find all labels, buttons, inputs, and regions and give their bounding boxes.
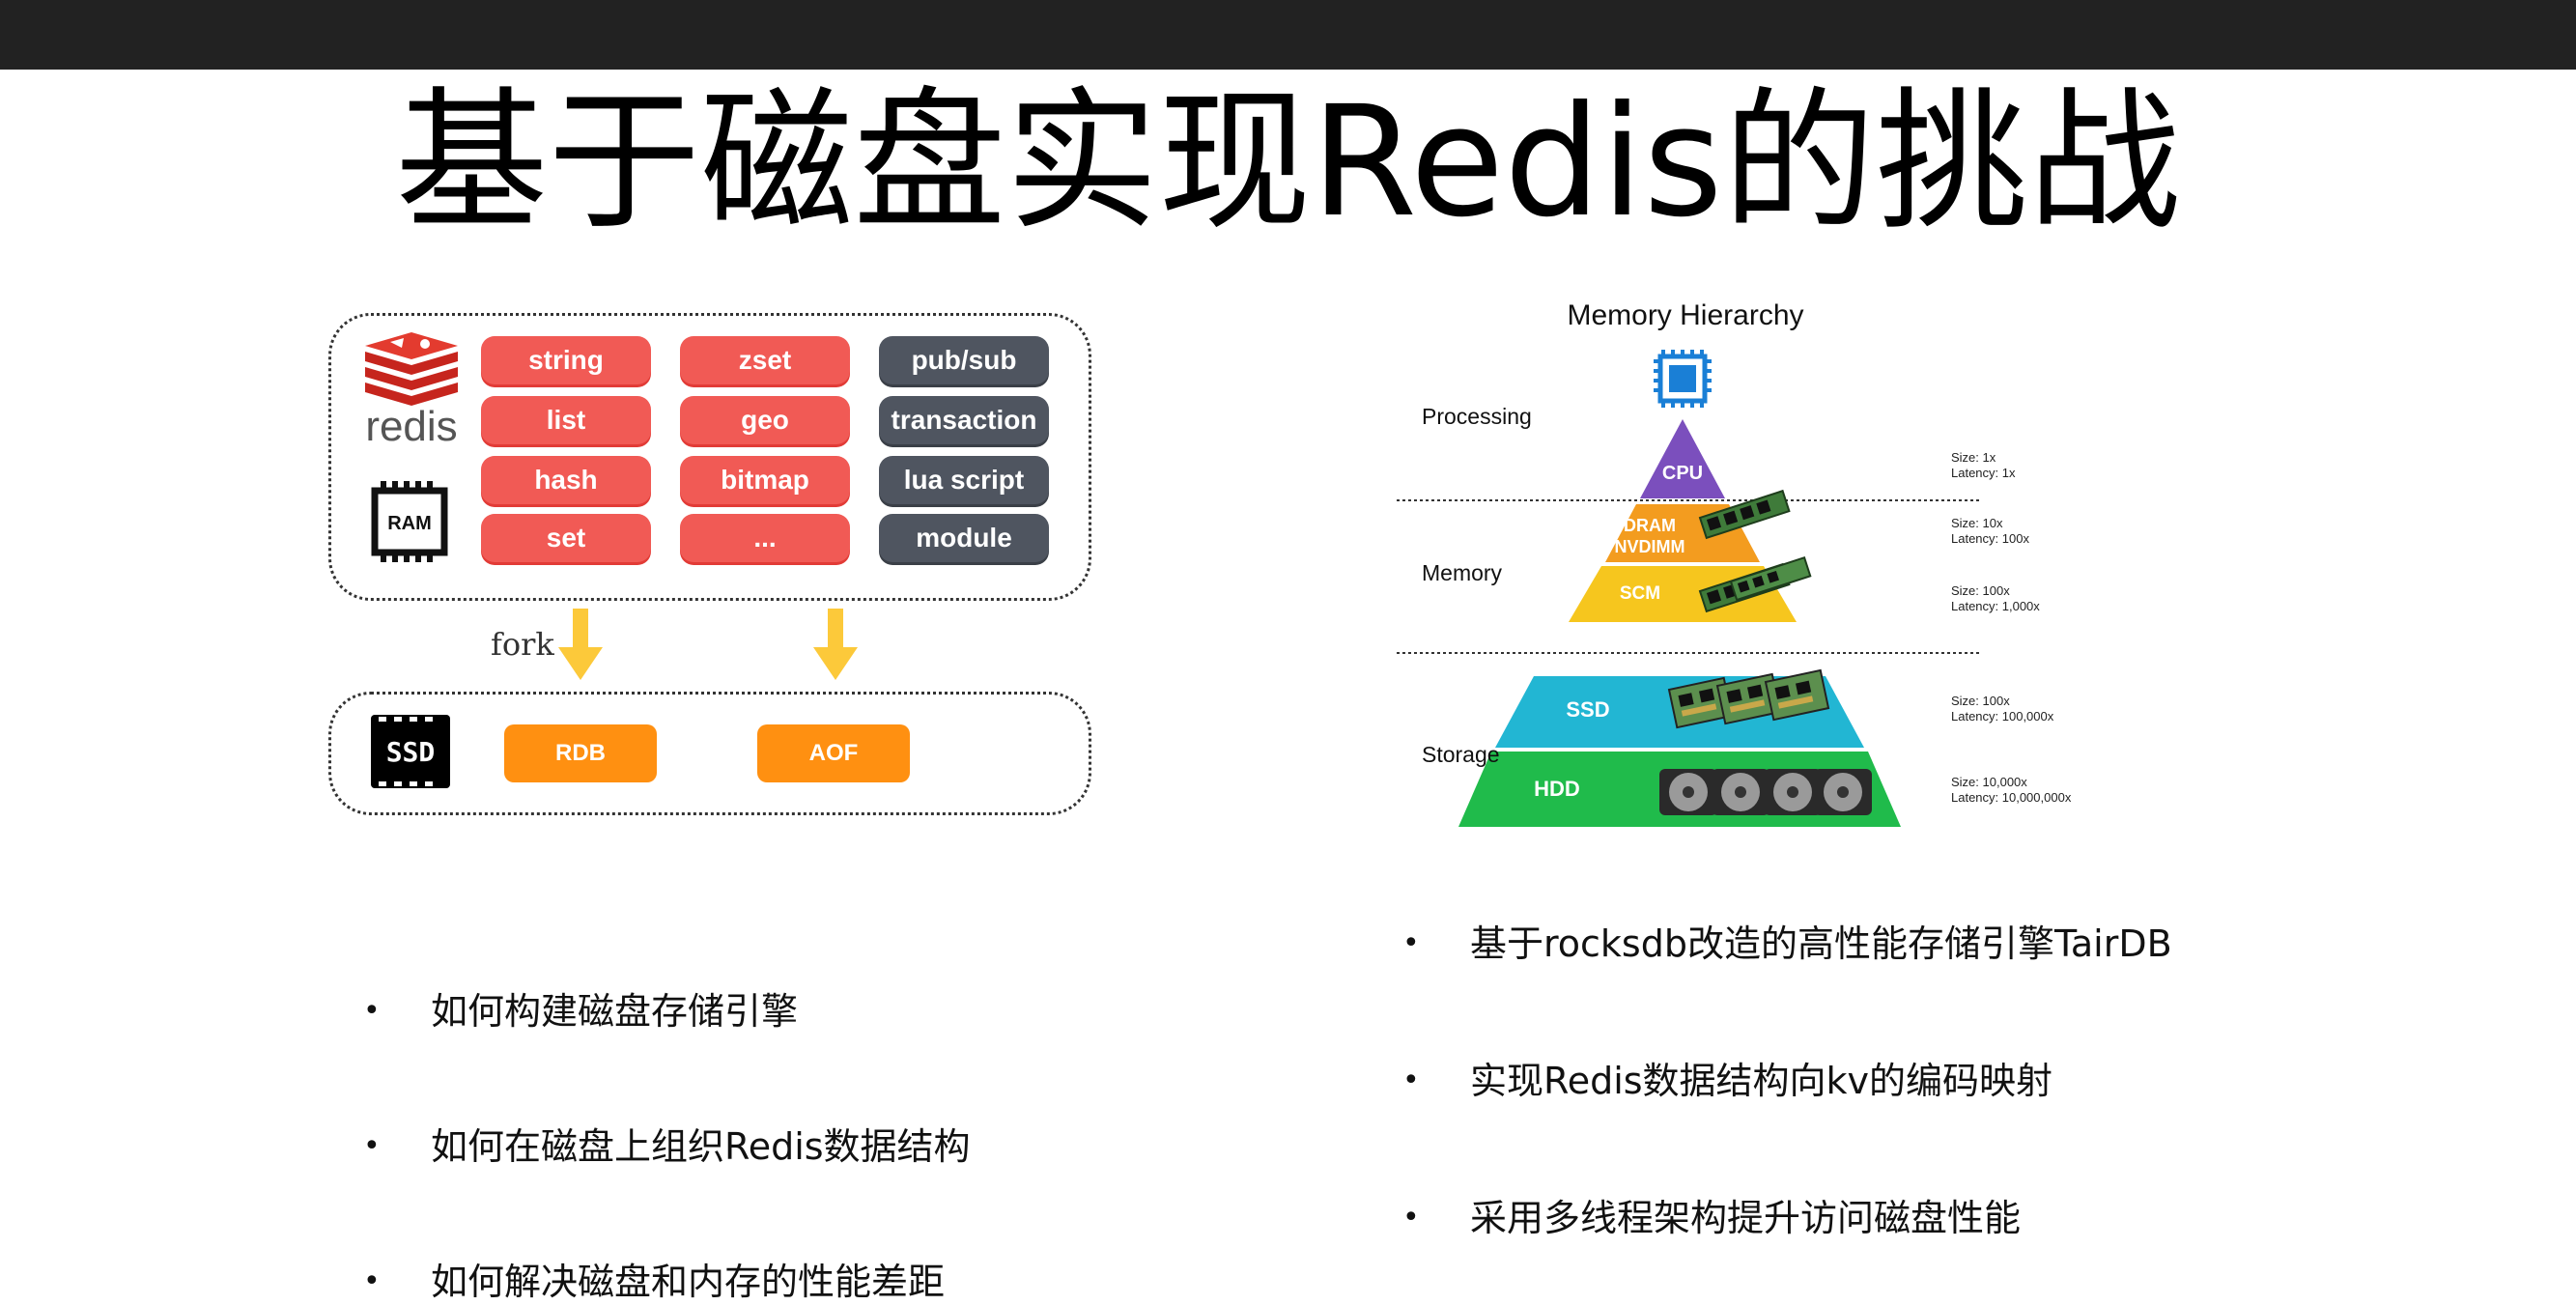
redis-logo-text: redis bbox=[365, 403, 457, 448]
feature-pill-lua-script: lua script bbox=[879, 456, 1049, 504]
challenge-bullet: •如何解决磁盘和内存的性能差距 bbox=[363, 1261, 946, 1303]
ssd-board-icon bbox=[1764, 668, 1830, 722]
solution-bullet: •基于rocksdb改造的高性能存储引擎TairDB bbox=[1402, 922, 2172, 965]
slide-title: 基于磁盘实现Redis的挑战 bbox=[395, 73, 2181, 251]
memory-hierarchy-title: Memory Hierarchy bbox=[1567, 299, 1804, 331]
bullet-dot: • bbox=[1402, 1201, 1420, 1234]
type-pill-zset: zset bbox=[680, 336, 850, 384]
type-pill-list: list bbox=[481, 396, 651, 444]
challenge-bullet: •如何构建磁盘存储引擎 bbox=[363, 990, 799, 1033]
rdb-pill: RDB bbox=[504, 724, 657, 782]
ssd-board-icon bbox=[1667, 676, 1734, 729]
solution-bullet: •采用多线程架构提升访问磁盘性能 bbox=[1402, 1197, 2022, 1239]
down-arrow-icon bbox=[558, 609, 603, 680]
svg-text:DRAM: DRAM bbox=[1624, 516, 1676, 535]
svg-text:SCM: SCM bbox=[1620, 583, 1660, 604]
type-pill-more: ... bbox=[680, 514, 850, 562]
type-pill-geo: geo bbox=[680, 396, 850, 444]
svg-text:RAM: RAM bbox=[387, 513, 432, 534]
ram-chip-icon: RAM bbox=[371, 481, 448, 562]
fork-label: fork bbox=[491, 626, 554, 663]
aof-pill: AOF bbox=[757, 724, 910, 782]
svg-text:CPU: CPU bbox=[1662, 463, 1703, 484]
in-memory-structures-box bbox=[328, 313, 1091, 601]
top-bar bbox=[0, 0, 2576, 70]
group-label-processing: Processing bbox=[1422, 404, 1532, 429]
type-pill-set: set bbox=[481, 514, 651, 562]
down-arrow-icon bbox=[813, 609, 858, 680]
bullet-dot: • bbox=[1402, 1064, 1420, 1097]
memory-hierarchy-pyramid: CPU DRAM NVDIMM SCM SSD HDD bbox=[1397, 350, 1982, 827]
bullet-dot: • bbox=[363, 1264, 381, 1298]
type-pill-hash: hash bbox=[481, 456, 651, 504]
type-pill-bitmap: bitmap bbox=[680, 456, 850, 504]
group-label-memory: Memory bbox=[1422, 560, 1503, 585]
feature-pill-transaction: transaction bbox=[879, 396, 1049, 444]
hdd-disk-icon bbox=[1659, 769, 1872, 815]
svg-text:SSD: SSD bbox=[386, 736, 436, 768]
feature-pill-module: module bbox=[879, 514, 1049, 562]
cpu-tier bbox=[1640, 419, 1725, 498]
solution-bullet: •实现Redis数据结构向kv的编码映射 bbox=[1402, 1060, 2053, 1102]
dram-module-icon bbox=[1698, 489, 1791, 540]
bullet-dot: • bbox=[363, 1129, 381, 1163]
feature-pill-pubsub: pub/sub bbox=[879, 336, 1049, 384]
challenge-bullet: •如何在磁盘上组织Redis数据结构 bbox=[363, 1125, 971, 1168]
group-label-storage: Storage bbox=[1422, 742, 1500, 767]
ssd-chip-icon: SSD bbox=[371, 715, 450, 788]
scm-module-icon bbox=[1729, 556, 1812, 602]
redis-logo: redis bbox=[365, 332, 458, 448]
type-pill-string: string bbox=[481, 336, 651, 384]
svg-text:NVDIMM: NVDIMM bbox=[1615, 537, 1685, 556]
svg-text:HDD: HDD bbox=[1534, 777, 1580, 801]
disk-persistence-box bbox=[328, 692, 1091, 815]
svg-text:SSD: SSD bbox=[1566, 697, 1609, 722]
processor-icon bbox=[1654, 350, 1712, 408]
bullet-dot: • bbox=[363, 994, 381, 1028]
redis-cube-icon bbox=[365, 332, 458, 406]
bullet-dot: • bbox=[1402, 926, 1420, 960]
